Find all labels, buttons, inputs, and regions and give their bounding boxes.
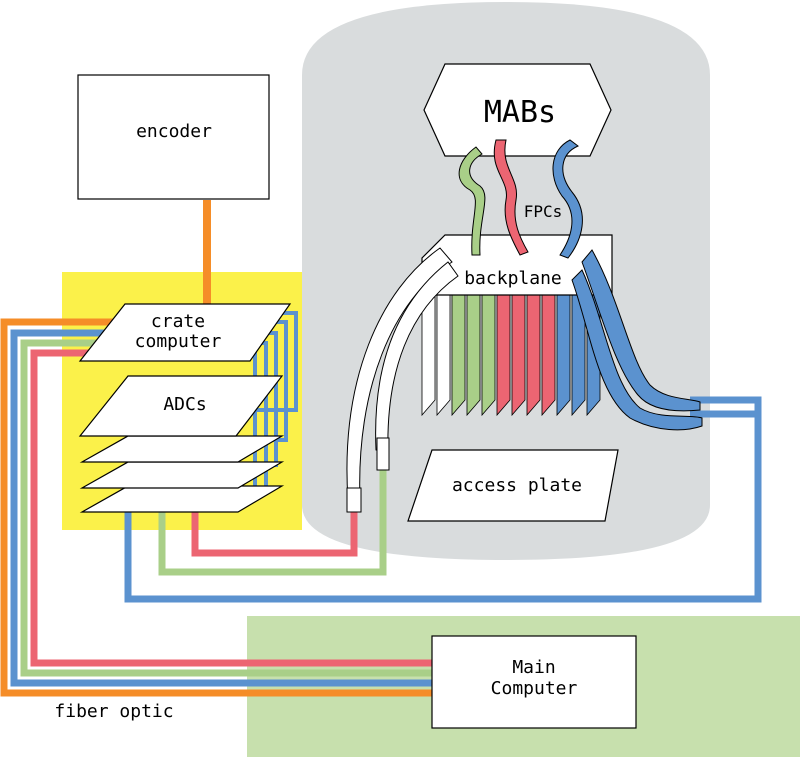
mabs-hexagon (423, 63, 612, 157)
fpc-ribbons (458, 139, 583, 259)
fiber-blue (10, 329, 432, 687)
crate-computer (78, 303, 292, 362)
mabs-label: MABs (484, 95, 556, 130)
adcs-label: ADCs (163, 394, 206, 415)
backplane-cards (421, 294, 601, 417)
encoder-box (77, 74, 270, 200)
cable-green-bottom (158, 470, 387, 576)
fpc-red (493, 139, 529, 256)
access-plate-label: access plate (452, 475, 582, 496)
crate-computer-label-1: crate (151, 311, 205, 332)
fiber-orange (0, 318, 432, 697)
fpc-blue (552, 139, 583, 259)
encoder-label: encoder (136, 121, 212, 142)
cable-red-bottom (191, 505, 358, 557)
fpc-green (458, 146, 486, 256)
cable-blue-bottom (124, 396, 762, 603)
white-cables (346, 247, 459, 513)
blue-cables-right (571, 249, 703, 431)
main-computer-label-1: Main (512, 657, 555, 678)
main-computer-label-2: Computer (491, 678, 578, 699)
backplane-label: backplane (464, 268, 562, 289)
adc-cables (124, 396, 762, 603)
adc-board-1 (78, 375, 284, 437)
fpcs-label: FPCs (524, 202, 563, 221)
fiber-optic-label: fiber optic (54, 701, 173, 722)
adc-stack (78, 375, 285, 513)
access-plate (407, 449, 619, 522)
main-computer-box (431, 635, 637, 729)
fiber-green (20, 339, 432, 677)
crate-computer-label-2: computer (135, 331, 222, 352)
